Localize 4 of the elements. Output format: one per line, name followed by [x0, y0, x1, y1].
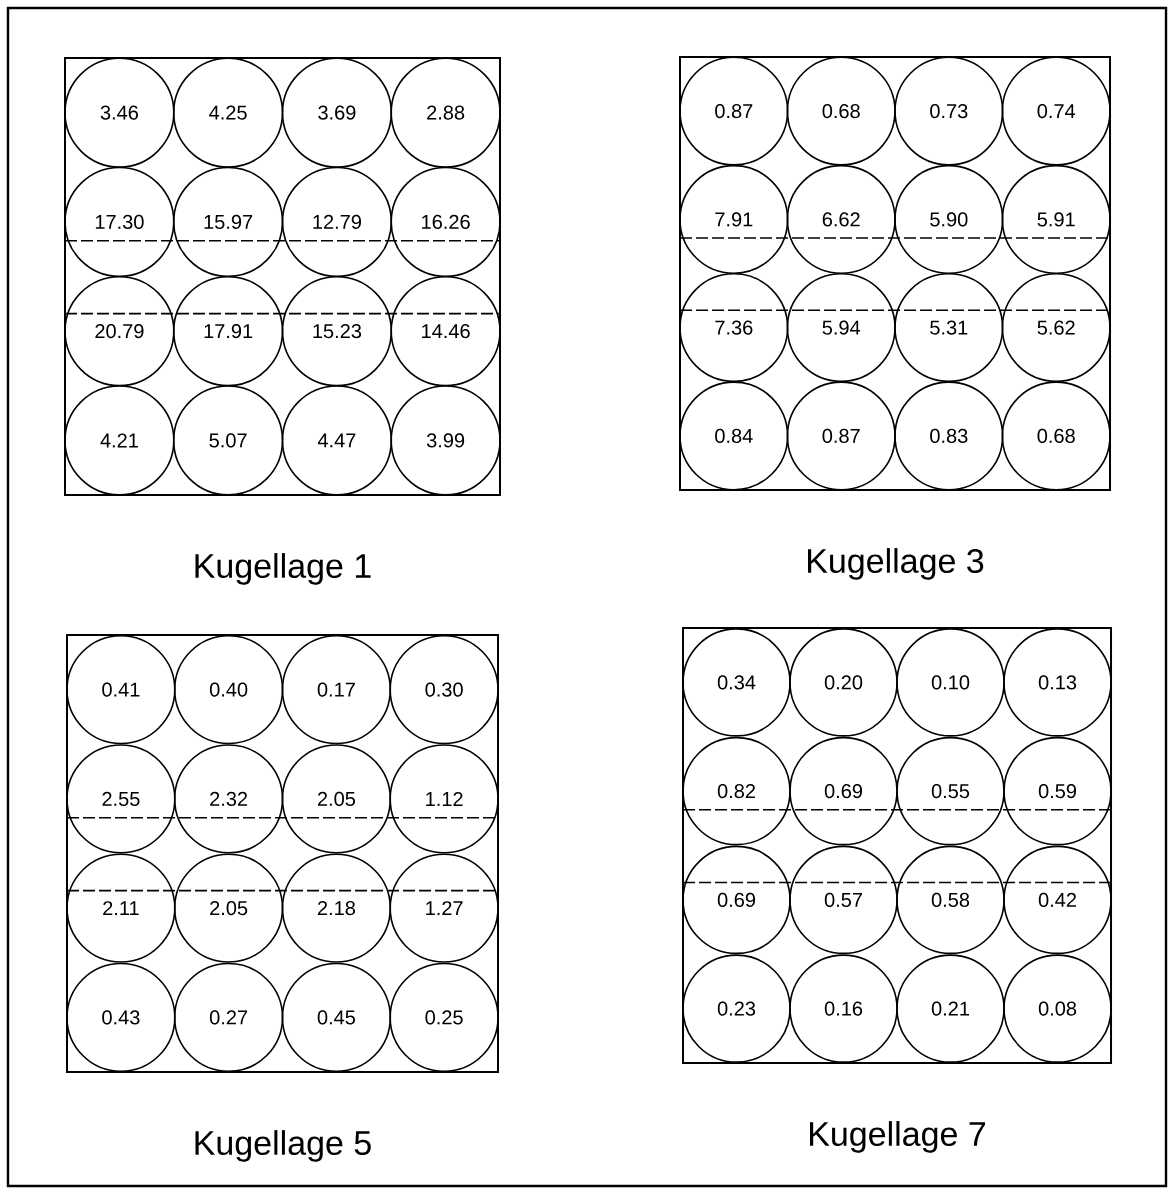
node-label: Kugellage 5 [195, 1130, 371, 1162]
node-label: Kugellage 3 [808, 548, 984, 580]
node-label: Kugellage 7 [810, 1121, 986, 1153]
node-label: Kugellage 1 [195, 553, 371, 585]
